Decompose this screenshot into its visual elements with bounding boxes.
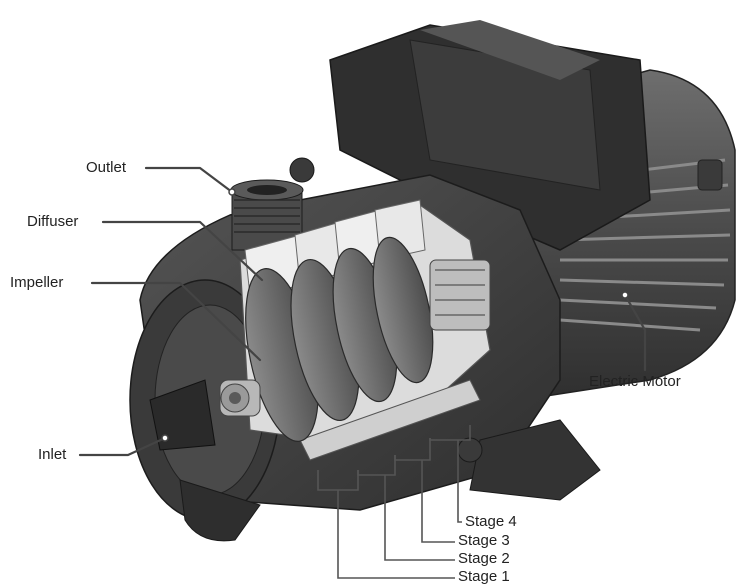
leader-electric-motor [623,293,647,372]
bracket-stage-4 [429,425,471,441]
label-stage-1: Stage 1 [458,568,510,585]
impeller-discs [219,236,434,442]
label-stage-3: Stage 3 [458,532,510,549]
terminal-box [329,20,651,251]
label-diffuser: Diffuser [27,213,79,230]
label-outlet: Outlet [86,159,127,176]
leader-lines [78,166,647,457]
leader-diffuser [101,220,264,282]
label-inlet: Inlet [38,446,67,463]
leader-impeller [90,281,262,362]
bracket-stage-2 [357,455,396,476]
label-impeller: Impeller [10,274,64,291]
label-stage-4: Stage 4 [465,513,517,530]
outlet-pipe [230,179,304,251]
leader-inlet [78,436,167,457]
bracket-stage-3 [394,438,431,461]
stage-brackets [317,425,471,579]
label-electric-motor: Electric Motor [589,373,681,390]
leader-outlet [144,166,234,194]
seal-assembly [149,157,491,463]
label-stage-2: Stage 2 [458,550,510,567]
